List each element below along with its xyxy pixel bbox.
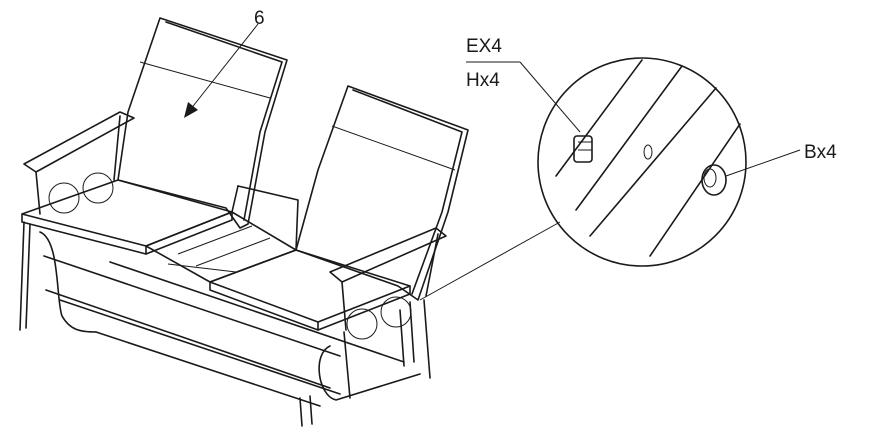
detail-leader-line: [419, 221, 561, 301]
tube-edge-1: [555, 59, 643, 177]
hardware-circle-right-1: [346, 308, 378, 340]
magnified-detail-icon: [419, 57, 801, 301]
frame-hole: [643, 144, 653, 160]
right-seat: [209, 249, 411, 331]
right-seat-back: [295, 85, 469, 301]
right-armrest: [329, 227, 447, 331]
detail-circle: [537, 57, 747, 267]
bushing-b-icon: [701, 164, 727, 196]
part-6-arrowhead: [184, 102, 198, 118]
hardware-circle-left-1: [48, 182, 80, 214]
part-6-label: 6: [254, 8, 265, 29]
hardware-circle-left-2: [82, 172, 114, 204]
bushing-b-inner: [703, 168, 717, 188]
bushing-leader-line: [725, 149, 801, 177]
left-seat-back: [117, 17, 288, 229]
base-frame: [19, 221, 431, 427]
part-6-leader-line: [189, 23, 259, 111]
glider-bench-assembly-icon: [19, 17, 469, 427]
hardware-circle-right-2: [380, 296, 412, 328]
tube-edge-4: [649, 123, 741, 257]
bolt-h-label: Hx4: [466, 70, 500, 91]
bushing-b-label: Bx4: [804, 142, 837, 163]
tube-edge-2: [575, 65, 683, 211]
bolt-leader-line: [519, 61, 581, 133]
left-seat: [21, 179, 233, 255]
middle-table: [145, 185, 299, 283]
tube-edge-3: [589, 87, 717, 237]
left-armrest: [23, 111, 135, 215]
bolt-e-label: EX4: [466, 36, 502, 57]
bolt-e-head: [573, 135, 593, 163]
